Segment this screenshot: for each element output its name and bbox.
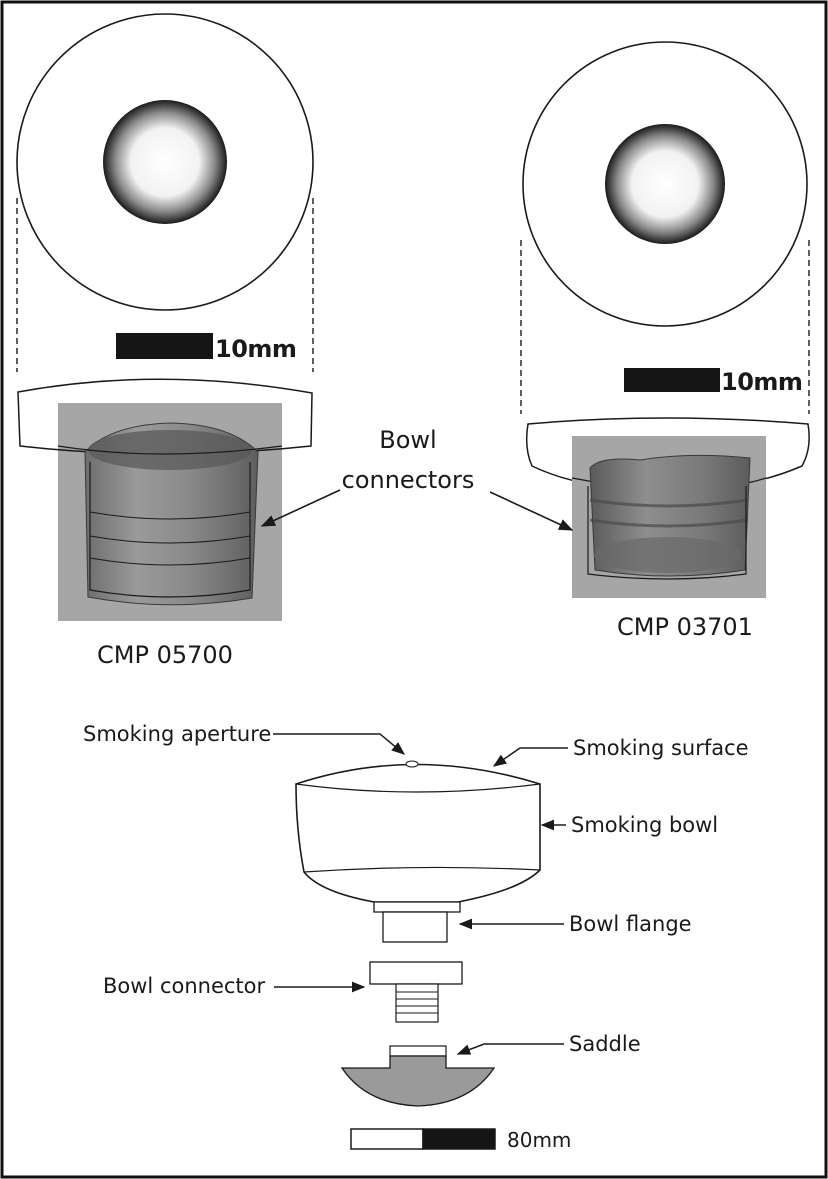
bowl-connectors-label-line1: Bowl bbox=[379, 426, 436, 454]
saddle-socket bbox=[389, 1045, 447, 1057]
label-smoking-bowl: Smoking bowl bbox=[571, 813, 718, 837]
bowl-connector-head bbox=[369, 961, 463, 985]
label-bowl-flange: Bowl flange bbox=[569, 912, 692, 936]
left-specimen-id: CMP 05700 bbox=[97, 641, 233, 669]
scale-bar-white-segment bbox=[350, 1128, 424, 1150]
smoking-bowl-shape bbox=[295, 763, 541, 903]
right-scale-label: 10mm bbox=[721, 368, 802, 396]
right-top-view-aperture bbox=[605, 124, 725, 244]
left-scale-label: 10mm bbox=[215, 335, 296, 363]
smoking-aperture-mark bbox=[405, 760, 419, 768]
right-scale-bar bbox=[624, 368, 720, 392]
smoking-surface-line bbox=[295, 783, 541, 793]
bowl-connectors-arrow-right bbox=[489, 491, 574, 531]
arrow-saddle bbox=[456, 1043, 564, 1055]
right-stone-groove-2 bbox=[589, 518, 749, 528]
arrow-smoking-surface bbox=[492, 747, 568, 767]
right-specimen-id: CMP 03701 bbox=[617, 613, 753, 641]
saddle-shape bbox=[340, 1055, 496, 1107]
right-specimen: 10mm CMP 03701 bbox=[520, 41, 810, 641]
left-flange-lower-edge bbox=[57, 445, 283, 455]
scale-bar-label: 80mm bbox=[507, 1128, 571, 1152]
scale-bar-black-segment bbox=[422, 1128, 496, 1150]
left-specimen: 10mm CMP 05700 bbox=[16, 13, 314, 669]
bowl-connectors-callout: Bowl connectors bbox=[260, 426, 574, 531]
label-bowl-connector: Bowl connector bbox=[103, 974, 266, 998]
exploded-view: Smoking aperture Smoking surface Smoking… bbox=[83, 722, 749, 1152]
arrow-smoking-aperture bbox=[273, 733, 406, 755]
bowl-connectors-arrow-left bbox=[260, 489, 341, 527]
bowl-connector-shank bbox=[395, 983, 439, 1023]
label-smoking-aperture: Smoking aperture bbox=[83, 722, 271, 746]
left-scale-bar bbox=[116, 333, 213, 359]
left-top-view-aperture bbox=[103, 100, 227, 224]
left-ring-3 bbox=[89, 557, 251, 566]
right-stone-base bbox=[594, 537, 742, 573]
left-ring-1 bbox=[89, 511, 251, 520]
bowl-connectors-label-line2: connectors bbox=[342, 466, 475, 494]
left-cylinder-outline bbox=[89, 462, 251, 598]
left-stone-rim bbox=[88, 430, 252, 470]
bowl-flange-collar bbox=[373, 901, 461, 913]
bowl-flange-shape bbox=[382, 911, 448, 943]
smoking-bowl-lower-line bbox=[303, 866, 541, 873]
label-saddle: Saddle bbox=[569, 1032, 641, 1056]
label-smoking-surface: Smoking surface bbox=[573, 736, 749, 760]
left-stone-cylinder bbox=[84, 422, 259, 606]
right-stone-groove-1 bbox=[589, 498, 749, 508]
left-ring-2 bbox=[89, 535, 251, 544]
right-cylinder-outline bbox=[587, 486, 747, 580]
